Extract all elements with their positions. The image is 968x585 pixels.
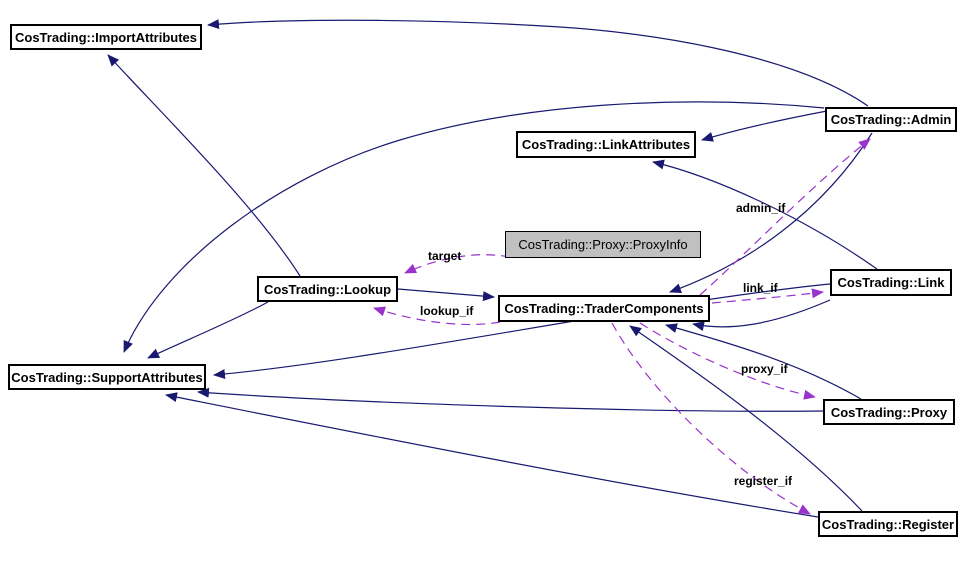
edge-proxyinfo-target-lookup <box>404 254 511 274</box>
edge-admin-to-tradercomponents <box>669 132 873 293</box>
node-linkattributes[interactable]: CosTrading::LinkAttributes <box>516 131 696 158</box>
edge-tradercomponents-linkif-link <box>711 288 824 304</box>
node-proxyinfo-focus: CosTrading::Proxy::ProxyInfo <box>505 231 701 258</box>
node-proxy[interactable]: CosTrading::Proxy <box>823 399 955 425</box>
node-importattributes[interactable]: CosTrading::ImportAttributes <box>10 24 202 50</box>
node-link[interactable]: CosTrading::Link <box>830 269 952 296</box>
edge-tradercomponents-lookupif-lookup <box>373 306 501 326</box>
edge-admin-to-supportattributes <box>123 101 825 353</box>
node-register[interactable]: CosTrading::Register <box>818 511 958 537</box>
edge-proxy-to-tradercomponents <box>665 323 862 400</box>
edge-label-admin-if: admin_if <box>736 201 786 215</box>
node-admin[interactable]: CosTrading::Admin <box>825 107 957 132</box>
edge-link-to-linkattributes <box>652 159 878 270</box>
edge-tradercomponents-proxyif-proxy <box>639 322 816 400</box>
edge-label-link-if: link_if <box>743 281 778 295</box>
edge-tradercomponents-registerif-register <box>611 322 811 515</box>
edge-lookup-to-supportattributes <box>147 301 269 359</box>
edge-register-to-tradercomponents <box>629 325 863 512</box>
edge-label-lookup-if: lookup_if <box>420 304 474 318</box>
edge-label-proxy-if: proxy_if <box>741 362 788 376</box>
edge-register-to-supportattributes <box>165 392 819 518</box>
node-lookup[interactable]: CosTrading::Lookup <box>257 276 398 302</box>
edge-link-to-tradercomponents <box>692 299 831 332</box>
node-supportattributes[interactable]: CosTrading::SupportAttributes <box>8 364 206 390</box>
edge-admin-to-linkattributes <box>701 110 828 142</box>
edge-label-register-if: register_if <box>734 474 793 488</box>
edge-admin-to-importattributes <box>207 19 869 107</box>
edge-lookup-to-tradercomponents <box>397 288 495 302</box>
edge-link-to-supportattributes <box>213 283 831 379</box>
edge-label-target: target <box>428 249 462 263</box>
edge-lookup-to-importattributes <box>107 54 301 277</box>
edge-tradercomponents-adminif-admin <box>699 138 871 296</box>
edge-proxy-to-supportattributes <box>197 387 824 412</box>
node-tradercomponents[interactable]: CosTrading::TraderComponents <box>498 295 710 322</box>
